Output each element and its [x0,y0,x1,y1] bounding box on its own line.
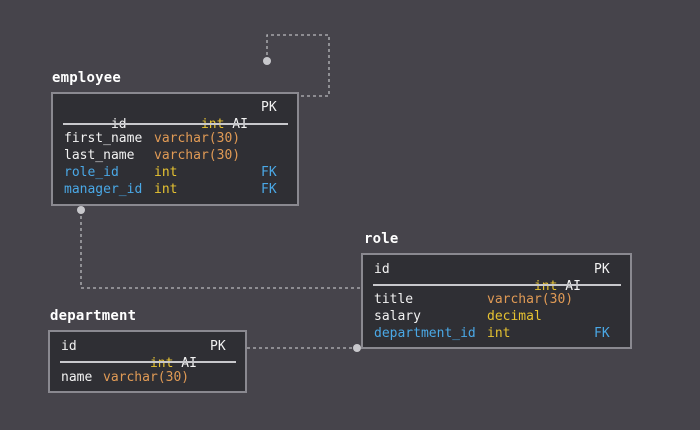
column-type: varchar(30) [103,370,190,385]
auto-increment-flag: AI [565,279,581,294]
column-type: int [149,356,174,371]
link-endpoint-dot [77,206,85,214]
primary-key-badge: PK [594,262,610,277]
pk-type: int AI [487,261,581,312]
column-name: salary [374,309,421,324]
primary-key-badge: PK [210,339,226,354]
column-type: int [533,279,558,294]
auto-increment-flag: AI [181,356,197,371]
column-name: first_name [64,131,143,146]
column-name: title [374,292,414,307]
column-type: varchar(30) [487,292,574,307]
column-type: varchar(30) [154,148,241,163]
column-type: int [154,182,178,197]
link-endpoint-dot [263,57,271,65]
employee-table-title: employee [52,70,122,86]
column-type: varchar(30) [154,131,241,146]
link-endpoint-dot [353,344,361,352]
column-name: last_name [64,148,135,163]
divider [373,284,621,286]
divider [60,361,236,363]
column-type: decimal [487,309,542,324]
column-name: id [374,262,390,277]
column-name: name [61,370,93,385]
primary-key-badge: PK [261,100,277,115]
pk-type: int AI [103,338,197,389]
employee-table[interactable]: id int AI PK first_name varchar(30) last… [51,92,299,206]
column-name: id [61,339,77,354]
column-type: int [154,165,178,180]
divider [63,123,288,125]
employee-role-link[interactable] [80,210,362,289]
foreign-key-badge: FK [261,165,277,180]
column-name: role_id [64,165,119,180]
role-table-title: role [364,231,399,247]
column-type: int [487,326,511,341]
department-table-title: department [50,308,137,324]
column-name: department_id [374,326,476,341]
self-reference-link[interactable] [266,34,330,97]
role-table[interactable]: id int AI PK title varchar(30) salary de… [361,253,632,349]
column-name: manager_id [64,182,143,197]
foreign-key-badge: FK [594,326,610,341]
department-table[interactable]: id int AI PK name varchar(30) [48,330,247,393]
foreign-key-badge: FK [261,182,277,197]
